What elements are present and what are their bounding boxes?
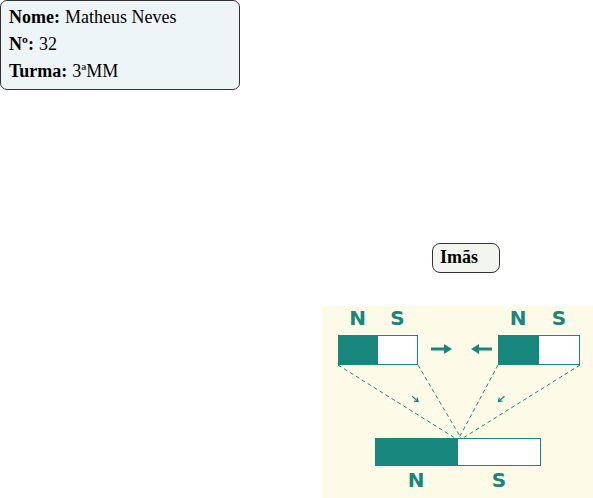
attraction-arrow-head bbox=[471, 344, 479, 354]
pole-label: S bbox=[552, 308, 566, 328]
bar-magnet: NS bbox=[338, 335, 418, 365]
info-row: Nome:Matheus Neves bbox=[9, 4, 231, 31]
arrow-head bbox=[414, 398, 418, 402]
field-value: Matheus Neves bbox=[65, 7, 176, 27]
info-box: Nome:Matheus NevesNº:32Turma:3ªMM bbox=[0, 0, 240, 90]
field-value: 32 bbox=[39, 34, 57, 54]
dashed-line bbox=[418, 365, 461, 438]
north-half bbox=[376, 439, 458, 465]
title-box: Imãs bbox=[432, 243, 500, 273]
north-half bbox=[499, 336, 539, 364]
arrow-head bbox=[499, 398, 503, 402]
pole-label: S bbox=[390, 308, 404, 328]
bar-magnet: NS bbox=[375, 438, 541, 466]
attraction-arrow-head bbox=[444, 344, 452, 354]
north-half bbox=[339, 336, 378, 364]
dashed-line bbox=[459, 365, 498, 438]
field-value: 3ªMM bbox=[72, 61, 118, 81]
panel-ground bbox=[322, 306, 593, 498]
attraction-arrow bbox=[431, 348, 445, 351]
title-text: Imãs bbox=[440, 247, 478, 267]
dashed-line bbox=[338, 365, 455, 438]
pole-label: N bbox=[510, 308, 527, 328]
field-label: Nº: bbox=[9, 34, 34, 54]
dashed-line bbox=[463, 365, 580, 438]
arrow-shaft bbox=[499, 396, 505, 401]
pole-label: S bbox=[492, 470, 506, 490]
field-lines bbox=[459, 365, 580, 438]
attraction-arrow bbox=[478, 348, 492, 351]
field-lines bbox=[338, 365, 461, 438]
bar-magnet: NS bbox=[498, 335, 580, 365]
pole-label: N bbox=[349, 308, 366, 328]
arrow-shaft bbox=[412, 396, 418, 401]
field-label: Turma: bbox=[9, 61, 67, 81]
info-row: Nº:32 bbox=[9, 31, 231, 58]
info-row: Turma:3ªMM bbox=[9, 58, 231, 85]
field-label: Nome: bbox=[9, 7, 60, 27]
pole-label: N bbox=[408, 470, 425, 490]
